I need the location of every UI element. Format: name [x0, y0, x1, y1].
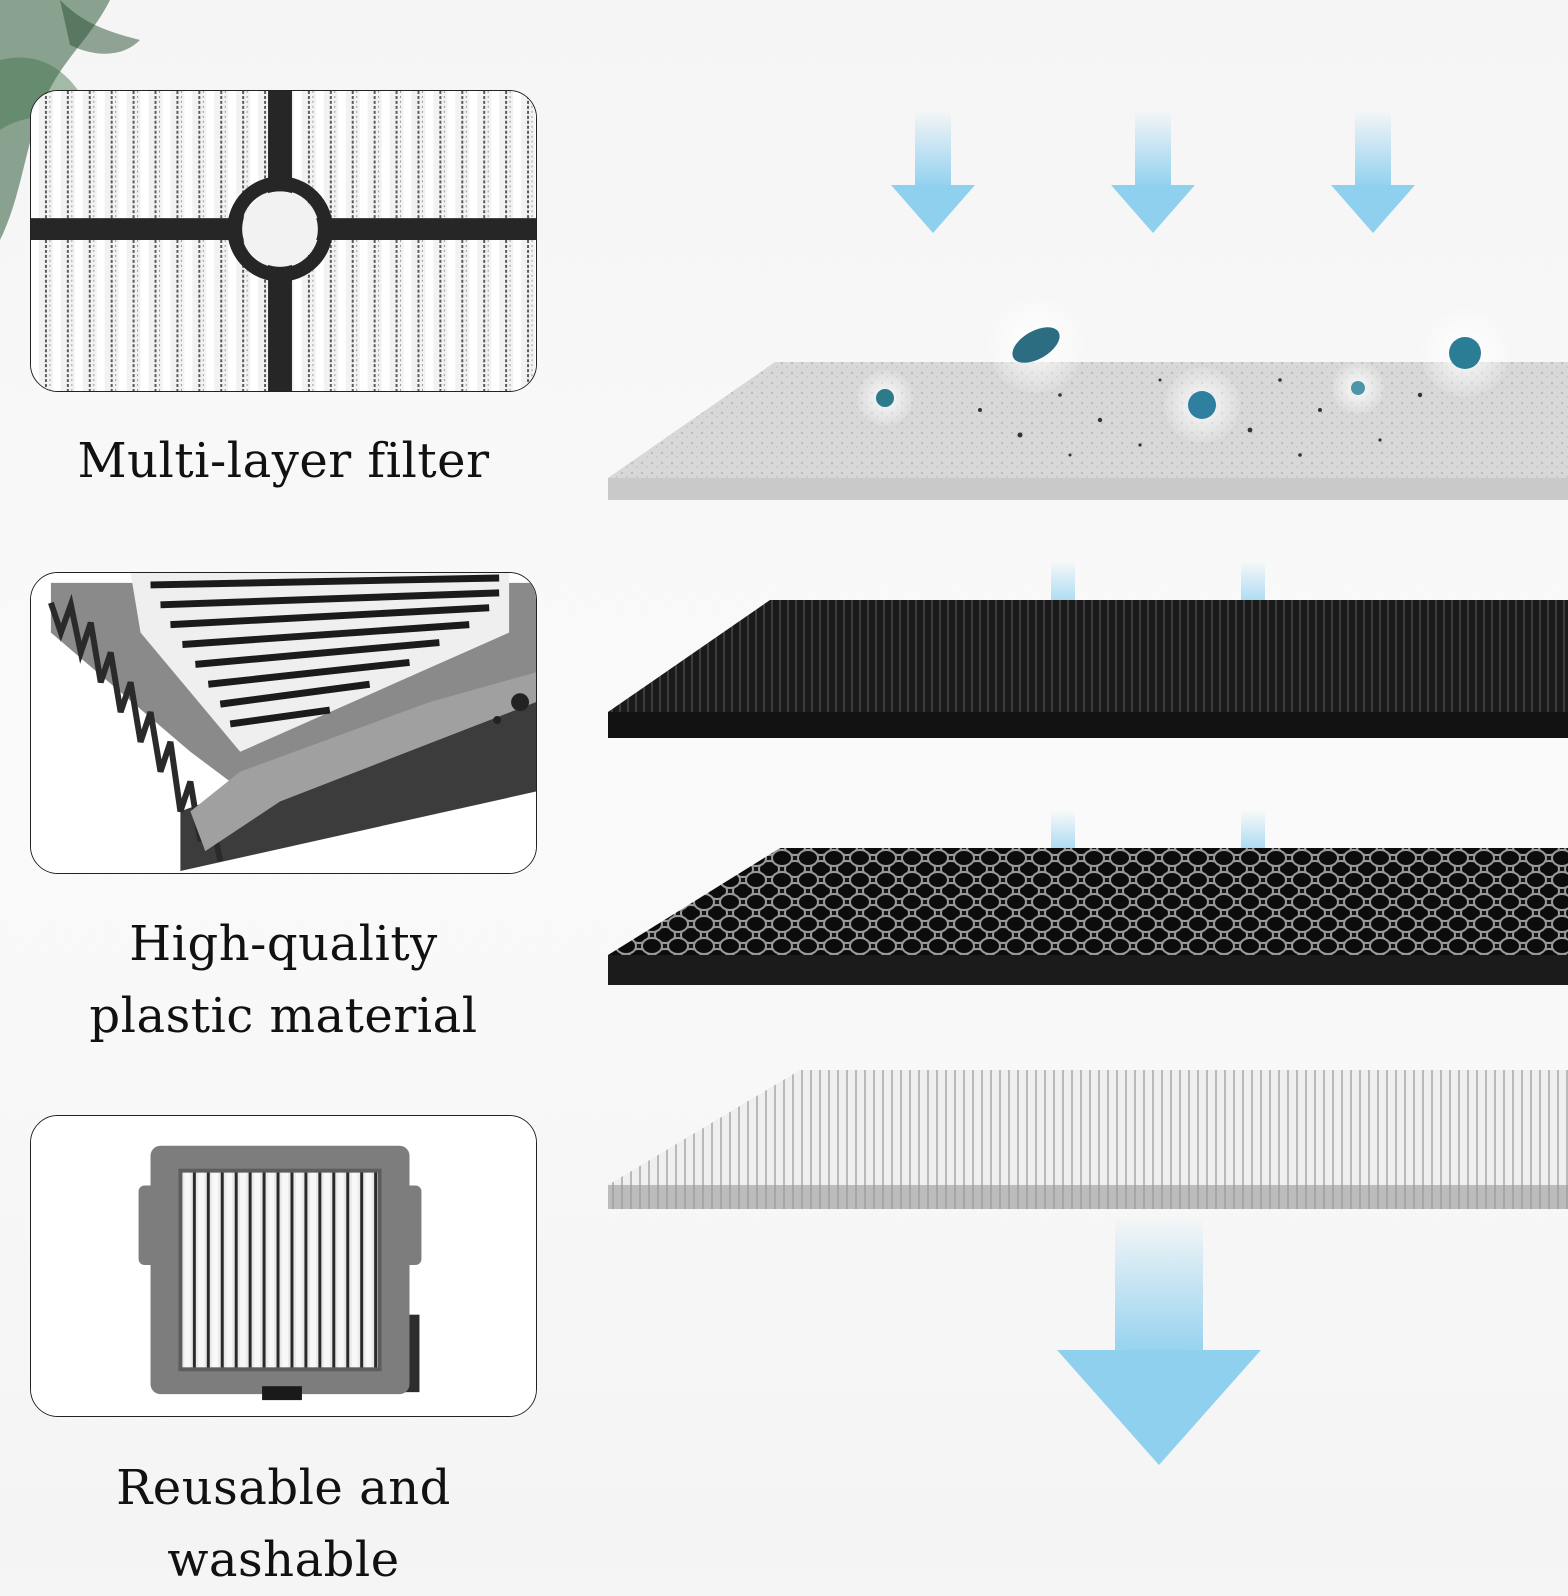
hepa-pleated-layer: [608, 1070, 1568, 1209]
plastic-material-image: [30, 572, 537, 874]
carbon-fiber-layer: [608, 600, 1568, 738]
airflow-arrows-top: [891, 110, 1415, 233]
caption-line: Reusable and washable: [116, 1460, 451, 1588]
caption-line: High-quality: [129, 916, 438, 972]
airflow-arrow-bottom: [1057, 1215, 1261, 1465]
plastic-material-caption: High-quality plastic material: [0, 908, 567, 1052]
caption-line: plastic material: [89, 988, 478, 1044]
caption-line: Multi-layer filter: [77, 433, 490, 489]
washable-filter-image: [30, 1115, 537, 1417]
multi-layer-filter-caption: Multi-layer filter: [0, 425, 567, 497]
foam-prefilter-layer: [608, 297, 1568, 500]
reusable-washable-caption: Reusable and washable: [0, 1452, 567, 1596]
honeycomb-carbon-layer: [608, 848, 1568, 985]
filtration-layers-diagram: [600, 0, 1568, 1568]
multi-layer-filter-image: [30, 90, 537, 392]
